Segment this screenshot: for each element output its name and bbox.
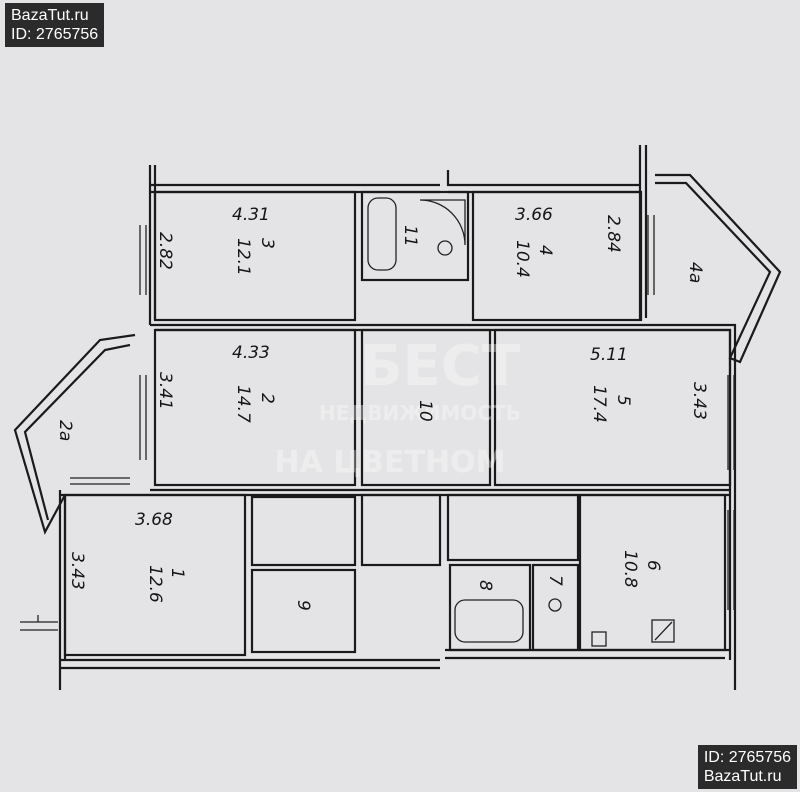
- room-3-width: 2.82: [155, 232, 175, 270]
- room-4-number: 4: [535, 245, 555, 256]
- hallway: [446, 493, 580, 562]
- room-6-area: 10.8: [620, 550, 640, 588]
- room-5-area: 17.4: [589, 385, 609, 423]
- labels: 4.31 2.82 3 12.1 11 4.31 3.66 2.84 4 10.…: [55, 205, 709, 611]
- room-1: [63, 493, 247, 657]
- watermark-badge-bottom: ID: 2765756 BazaTut.ru: [697, 745, 797, 789]
- room-7: [531, 563, 580, 652]
- balcony-2a: [13, 333, 136, 535]
- balcony-4a: [655, 173, 782, 364]
- room-4-length: 3.66: [515, 205, 553, 225]
- room-10: [360, 328, 492, 487]
- room-4-width: 2.84: [603, 215, 623, 253]
- room-1-area: 12.6: [145, 565, 165, 603]
- room-8-number: 8: [475, 580, 495, 591]
- room-5-width: 3.43: [689, 382, 709, 420]
- toilet-icon: [437, 240, 453, 256]
- room-1-width: 3.43: [67, 552, 87, 590]
- fixtures: [367, 197, 675, 647]
- closet: [250, 495, 357, 567]
- bathtub-icon: [367, 197, 397, 271]
- room-6: [578, 493, 727, 652]
- room-1-number: 1: [167, 568, 187, 579]
- room-9: [250, 568, 357, 654]
- watermark-line: НЕДВИЖИМОСТЬ: [319, 401, 521, 425]
- balcony-2a-number: 2a: [55, 420, 75, 441]
- watermark-badge-top: BazaTut.ru ID: 2765756: [5, 3, 105, 47]
- room-2-length: 4.33: [232, 343, 270, 363]
- room-4: [471, 190, 643, 322]
- listing-id: ID: 2765756: [703, 749, 791, 766]
- room-3-number: 3: [257, 238, 277, 249]
- room-2-area: 14.7: [233, 385, 253, 423]
- watermark-line: НА ЦВЕТНОМ: [275, 445, 506, 480]
- stove-icon: [651, 619, 675, 643]
- door-swing-icon: [419, 199, 466, 246]
- room-9-number: 9: [293, 600, 313, 611]
- center-watermark: БЕСТ НЕДВИЖИМОСТЬ НА ЦВЕТНОМ: [275, 334, 521, 480]
- balcony-4a-number: 4a: [685, 262, 705, 283]
- room-3-area: 12.1: [233, 238, 253, 276]
- room-8: [448, 563, 532, 652]
- room-2-number: 2: [257, 393, 277, 404]
- room-3-length: 4.31: [232, 205, 270, 225]
- walls: [13, 145, 782, 690]
- room-11: [360, 190, 470, 282]
- watermark-logo: БЕСТ: [360, 334, 520, 399]
- room-5: [493, 328, 732, 487]
- toilet-icon: [548, 598, 562, 612]
- listing-id: ID: 2765756: [11, 26, 99, 43]
- site-name: BazaTut.ru: [703, 768, 782, 785]
- room-11-number: 11: [400, 225, 420, 247]
- room-2: [153, 328, 357, 487]
- corridor: [360, 493, 442, 567]
- room-5-length: 5.11: [590, 345, 628, 365]
- room-5-number: 5: [613, 395, 633, 406]
- windows: [70, 215, 735, 610]
- room-7-number: 7: [545, 575, 565, 586]
- room-10-number: 10: [415, 400, 435, 422]
- bathtub-icon: [454, 599, 524, 643]
- room-1-length: 3.68: [135, 510, 173, 530]
- site-name: BazaTut.ru: [11, 7, 89, 24]
- room-4-area: 10.4: [512, 240, 532, 278]
- room-3: [153, 190, 357, 322]
- room-2-width: 3.41: [155, 372, 175, 410]
- vent-icon: [591, 631, 607, 647]
- room-6-number: 6: [643, 560, 663, 571]
